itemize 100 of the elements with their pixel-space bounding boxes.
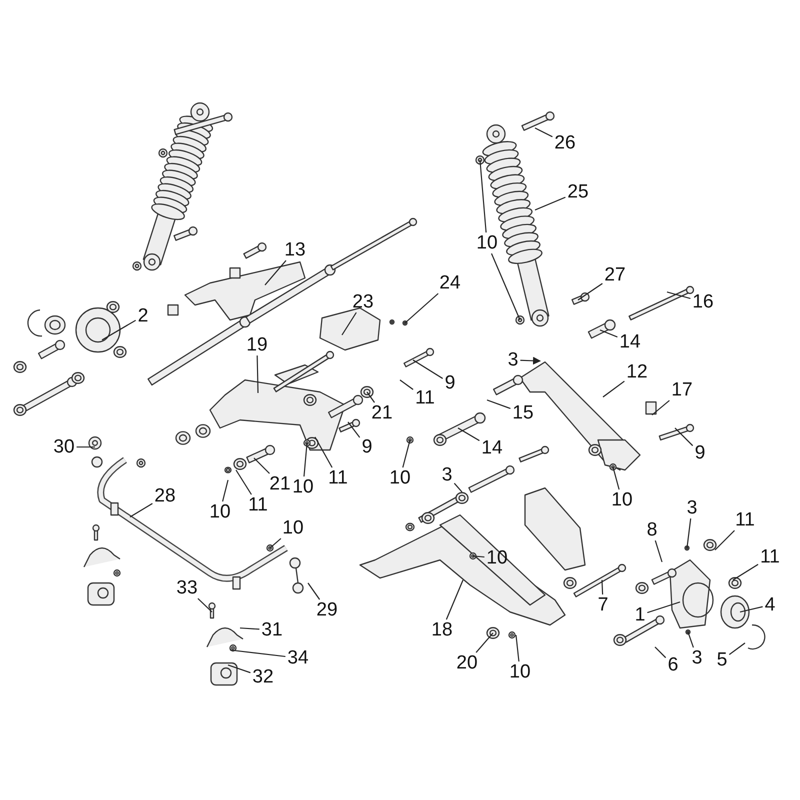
leader-line	[402, 440, 411, 468]
leader-line	[264, 260, 286, 286]
leader-line	[228, 664, 251, 674]
callout-number: 10	[291, 478, 315, 496]
leader-line	[348, 422, 360, 438]
leader-line	[534, 128, 553, 138]
callout-number: 21	[370, 404, 394, 422]
leader-line	[342, 312, 357, 336]
leader-line	[674, 428, 694, 446]
leader-line	[612, 466, 620, 490]
leader-line	[400, 380, 414, 390]
callout-number: 15	[511, 404, 535, 422]
leader-line	[601, 580, 604, 595]
callout-number: 25	[566, 182, 590, 202]
leader-line	[412, 360, 443, 379]
leader-line	[486, 399, 511, 410]
callout-number: 11	[759, 548, 781, 566]
callout-number: 18	[430, 620, 454, 640]
leader-line	[314, 436, 333, 468]
callout-number: 3	[506, 350, 520, 370]
callout-number: 10	[475, 234, 499, 252]
callout-number: 8	[646, 520, 658, 540]
leader-line	[102, 320, 136, 340]
leader-line	[578, 283, 603, 300]
callout-number: 13	[283, 240, 307, 260]
callout-number: 30	[52, 438, 76, 456]
callout-number: 21	[268, 474, 292, 494]
leader-line	[230, 649, 286, 658]
callout-number: 9	[360, 438, 374, 456]
callout-number: 17	[670, 380, 694, 400]
callout-number: 31	[260, 620, 284, 640]
callout-number: 14	[618, 332, 642, 352]
leader-line	[654, 646, 666, 658]
callout-number: 14	[480, 438, 504, 458]
callout-number: 27	[603, 266, 627, 284]
callout-number: 3	[686, 498, 698, 518]
callout-number: 11	[414, 388, 436, 408]
leader-line	[647, 601, 680, 614]
leader-line	[404, 293, 439, 324]
callout-number: 5	[716, 650, 728, 670]
callout-number: 9	[444, 374, 456, 392]
leader-line	[740, 606, 763, 613]
leader-line	[130, 503, 153, 518]
leader-line	[534, 196, 566, 210]
leader-line	[602, 380, 625, 398]
leader-line	[198, 598, 212, 612]
callout-number: 24	[438, 274, 462, 292]
leader-line	[222, 480, 229, 502]
leader-line	[652, 400, 670, 416]
leader-line	[654, 540, 663, 562]
leader-line	[515, 634, 520, 662]
leader-line	[236, 470, 252, 495]
leader-line	[686, 518, 692, 548]
callout-number: 29	[315, 600, 339, 620]
leader-line	[256, 355, 259, 394]
leader-line	[479, 160, 487, 233]
leader-line	[520, 356, 541, 365]
callout-number: 19	[245, 336, 269, 354]
callout-number: 20	[455, 654, 479, 672]
callout-number: 1	[634, 606, 646, 624]
leader-line	[240, 627, 260, 630]
callout-number: 34	[286, 648, 310, 668]
leader-line	[732, 564, 758, 580]
callout-number: 10	[610, 490, 634, 510]
leader-line	[728, 642, 746, 656]
callout-number: 32	[251, 668, 275, 686]
leader-line	[366, 392, 375, 403]
callout-number: 11	[734, 510, 756, 530]
callout-number: 3	[690, 648, 704, 668]
callout-number: 10	[485, 548, 509, 568]
leader-line	[454, 482, 462, 492]
leader-line	[472, 555, 484, 558]
callout-number: 7	[596, 596, 610, 614]
leader-line	[687, 632, 694, 648]
leader-line	[254, 458, 270, 474]
callout-number: 10	[388, 468, 412, 488]
leader-line	[446, 580, 464, 620]
leader-line	[491, 253, 520, 320]
callout-number: 10	[281, 518, 305, 538]
callout-number: 9	[694, 444, 706, 462]
leader-line	[714, 530, 735, 550]
callout-number: 6	[666, 656, 680, 674]
callout-number: 4	[764, 596, 776, 614]
leader-line	[308, 582, 320, 600]
callout-number: 11	[247, 496, 269, 514]
callout-number: 23	[351, 292, 375, 312]
leader-line	[666, 291, 691, 300]
callout-number: 16	[691, 292, 715, 312]
callout-number: 26	[553, 134, 577, 152]
leader-line	[600, 329, 618, 338]
callout-number: 12	[625, 362, 649, 382]
callout-number: 33	[175, 578, 199, 598]
callout-number: 11	[327, 468, 349, 488]
leader-line	[476, 632, 494, 653]
callout-number: 3	[440, 466, 454, 484]
leader-line	[270, 538, 282, 548]
leader-line	[303, 442, 308, 477]
callout-number: 10	[208, 502, 232, 522]
leader-line	[458, 428, 480, 442]
callout-number: 10	[508, 662, 532, 682]
